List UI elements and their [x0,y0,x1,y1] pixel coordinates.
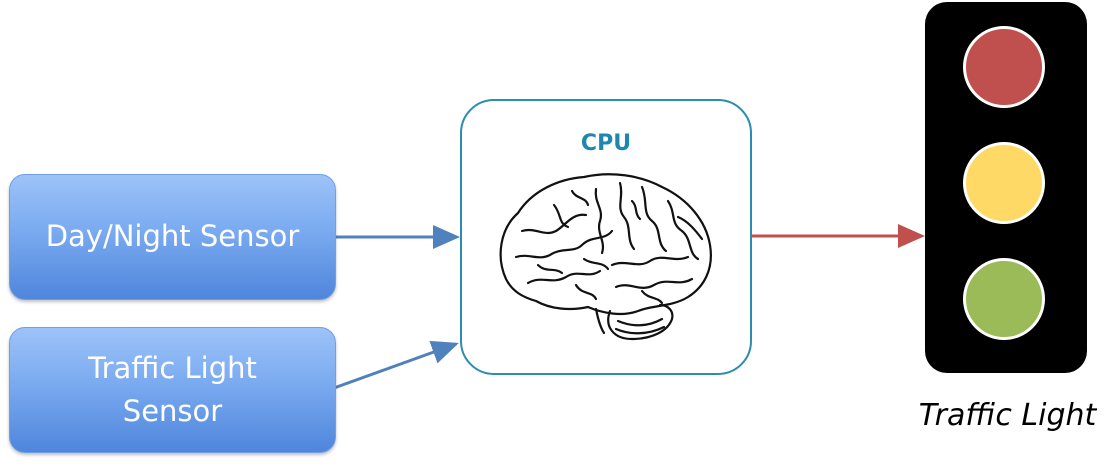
traffic-light-sensor-box: Traffic Light Sensor [9,327,336,453]
green-lamp [963,258,1045,340]
arrow-traffic-to-cpu [333,340,459,390]
traffic-light-sensor-label: Traffic Light Sensor [88,347,257,434]
traffic-sensor-label-line2: Sensor [122,394,223,428]
day-night-sensor-box: Day/Night Sensor [9,174,336,300]
traffic-sensor-label-line1: Traffic Light [88,350,257,385]
day-night-sensor-label: Day/Night Sensor [45,219,300,254]
cpu-label: CPU [580,131,632,156]
traffic-light-housing [925,2,1087,373]
cpu-box: CPU [460,99,752,375]
yellow-lamp [963,142,1045,224]
brain-icon [499,173,712,341]
red-lamp [963,26,1045,108]
traffic-light-caption: Traffic Light [918,398,1097,433]
